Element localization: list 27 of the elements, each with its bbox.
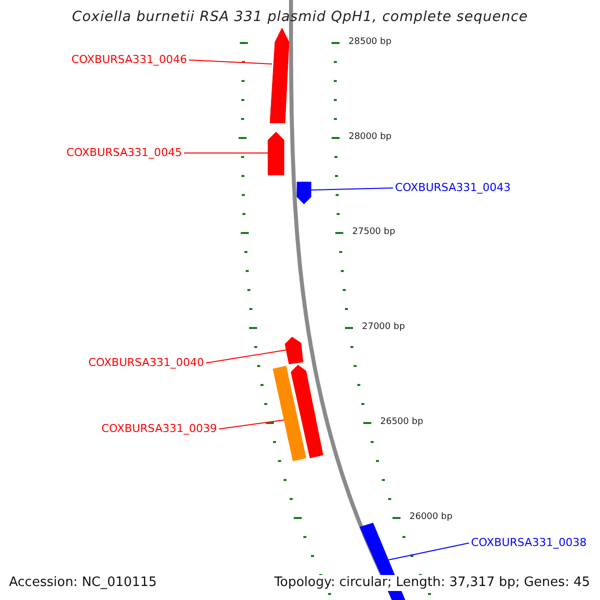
leader-line — [218, 420, 284, 430]
gene-label: COXBURSA331_0039 — [101, 422, 217, 436]
scale-label: 27000 bp — [362, 322, 405, 333]
gene-feature — [296, 182, 312, 204]
gene-segment — [272, 366, 306, 462]
scale-label: 28500 bp — [348, 37, 392, 48]
gene-feature — [284, 336, 304, 364]
gene-label: COXBURSA331_0038 — [471, 536, 587, 550]
gene-feature — [270, 28, 290, 124]
summary-text: Topology: circular; Length: 37,317 bp; Genes: 45 — [272, 575, 592, 591]
leader-line — [188, 60, 272, 64]
leader-line — [310, 188, 394, 190]
gene-feature — [268, 132, 284, 176]
leader-line — [206, 350, 286, 364]
scale-label: 26500 bp — [380, 417, 424, 428]
gene-label: COXBURSA331_0045 — [66, 146, 182, 160]
leader-line — [184, 152, 268, 154]
gene-label: COXBURSA331_0046 — [71, 53, 187, 66]
scale-label: 27500 bp — [352, 227, 396, 238]
title: Coxiella burnetii RSA 331 plasmid QpH1, complete sequence — [70, 9, 530, 26]
leader-line — [388, 542, 470, 560]
scale-label: 26000 bp — [410, 512, 452, 523]
gene-feature — [290, 364, 324, 458]
scale-label: 28000 bp — [348, 132, 392, 143]
gene-label: COXBURSA331_0043 — [395, 181, 511, 194]
gene-label: COXBURSA331_0040 — [88, 356, 204, 370]
accession-text: Accession: NC_010115 — [9, 575, 157, 591]
